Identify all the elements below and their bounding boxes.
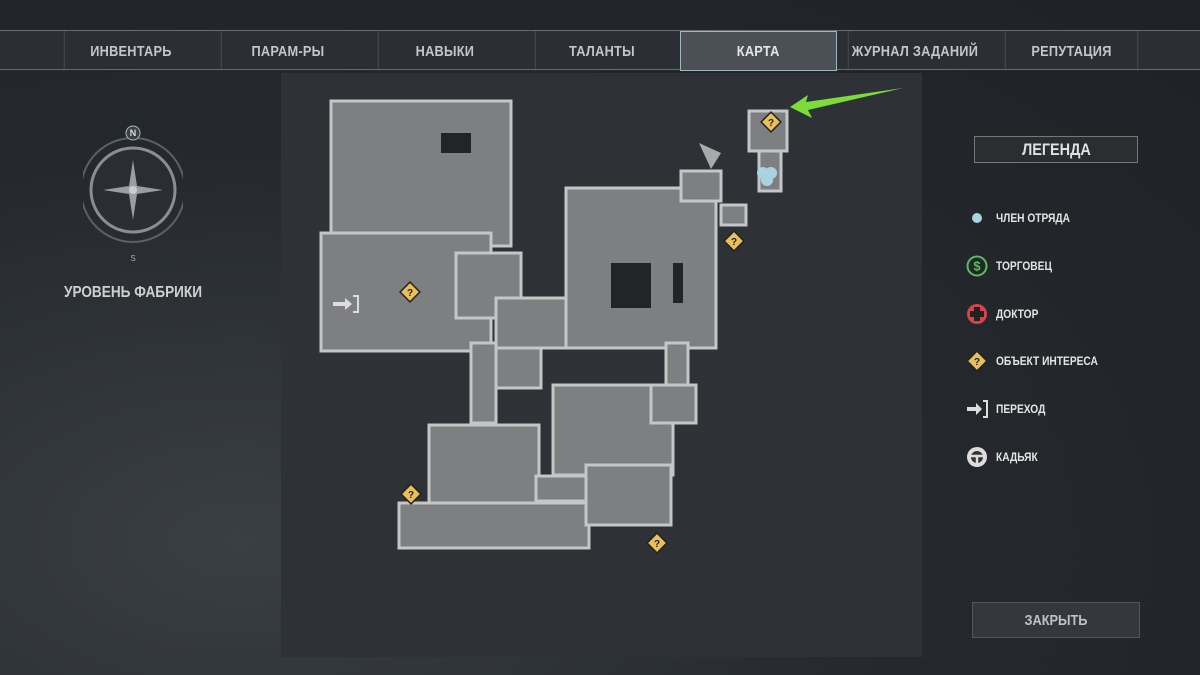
poi-marker[interactable]: ? <box>400 483 422 505</box>
dollar-icon: $ <box>966 255 988 277</box>
tab-quest-log[interactable]: ЖУРНАЛ ЗАДАНИЙ <box>847 31 981 71</box>
svg-text:?: ? <box>731 237 737 248</box>
tab-map-label: КАРТА <box>737 42 780 60</box>
legend-item-exit: ПЕРЕХОД <box>966 397 1054 421</box>
legend-item-poi: ? ОБЪЕКТ ИНТЕРЕСА <box>966 349 1116 373</box>
green-arrow-annotation <box>788 85 908 125</box>
legend-item-doctor: ДОКТОР <box>966 302 1046 326</box>
level-name: УРОВЕНЬ ФАБРИКИ <box>64 284 202 301</box>
legend-title: ЛЕГЕНДА <box>974 136 1138 163</box>
tab-stats[interactable]: ПАРАМ-РЫ <box>220 31 354 71</box>
compass: N E S W <box>69 125 200 270</box>
tab-skills[interactable]: НАВЫКИ <box>377 31 511 71</box>
tab-talents[interactable]: ТАЛАНТЫ <box>534 31 668 71</box>
legend-title-text: ЛЕГЕНДА <box>1021 139 1091 159</box>
floor-plan <box>319 99 789 550</box>
legend-item-squad: ЧЛЕН ОТРЯДА <box>966 206 1083 230</box>
legend-label: КАДЬЯК <box>996 450 1038 464</box>
legend-item-kodiak: КАДЬЯК <box>966 445 1045 469</box>
tab-reputation[interactable]: РЕПУТАЦИЯ <box>1004 31 1139 71</box>
svg-text:?: ? <box>768 118 774 129</box>
map-panel[interactable]: ? ? ? ? ? <box>281 73 922 657</box>
svg-text:$: $ <box>973 259 981 274</box>
question-diamond-icon: ? <box>966 350 988 372</box>
steering-wheel-icon <box>966 446 988 468</box>
tab-map[interactable]: КАРТА <box>680 31 837 71</box>
legend-label: ОБЪЕКТ ИНТЕРЕСА <box>996 354 1098 368</box>
exit-marker[interactable] <box>331 293 359 315</box>
compass-s: S <box>130 254 135 263</box>
squad-members <box>753 163 783 186</box>
svg-text:?: ? <box>407 288 413 299</box>
tab-bar: ИНВЕНТАРЬ ПАРАМ-РЫ НАВЫКИ ТАЛАНТЫ КАРТА … <box>0 30 1200 71</box>
close-button-label: ЗАКРЫТЬ <box>1024 611 1088 629</box>
svg-text:?: ? <box>654 539 660 550</box>
tab-inventory[interactable]: ИНВЕНТАРЬ <box>63 31 197 71</box>
medical-cross-icon <box>966 303 988 325</box>
close-button[interactable]: ЗАКРЫТЬ <box>972 602 1140 638</box>
compass-n: N <box>130 128 137 138</box>
svg-text:?: ? <box>974 357 980 368</box>
poi-marker[interactable]: ? <box>646 532 668 554</box>
exit-arrow-icon <box>966 398 988 420</box>
legend-item-merchant: $ ТОРГОВЕЦ <box>966 254 1062 278</box>
poi-marker[interactable]: ? <box>399 281 421 303</box>
legend-label: ПЕРЕХОД <box>996 402 1046 416</box>
squad-member-dot-icon <box>966 207 988 229</box>
poi-marker[interactable]: ? <box>723 230 745 252</box>
legend-label: ЧЛЕН ОТРЯДА <box>996 211 1071 225</box>
legend-label: ТОРГОВЕЦ <box>996 259 1052 273</box>
legend-label: ДОКТОР <box>996 307 1039 321</box>
svg-text:?: ? <box>408 490 414 501</box>
poi-marker[interactable]: ? <box>760 111 782 133</box>
